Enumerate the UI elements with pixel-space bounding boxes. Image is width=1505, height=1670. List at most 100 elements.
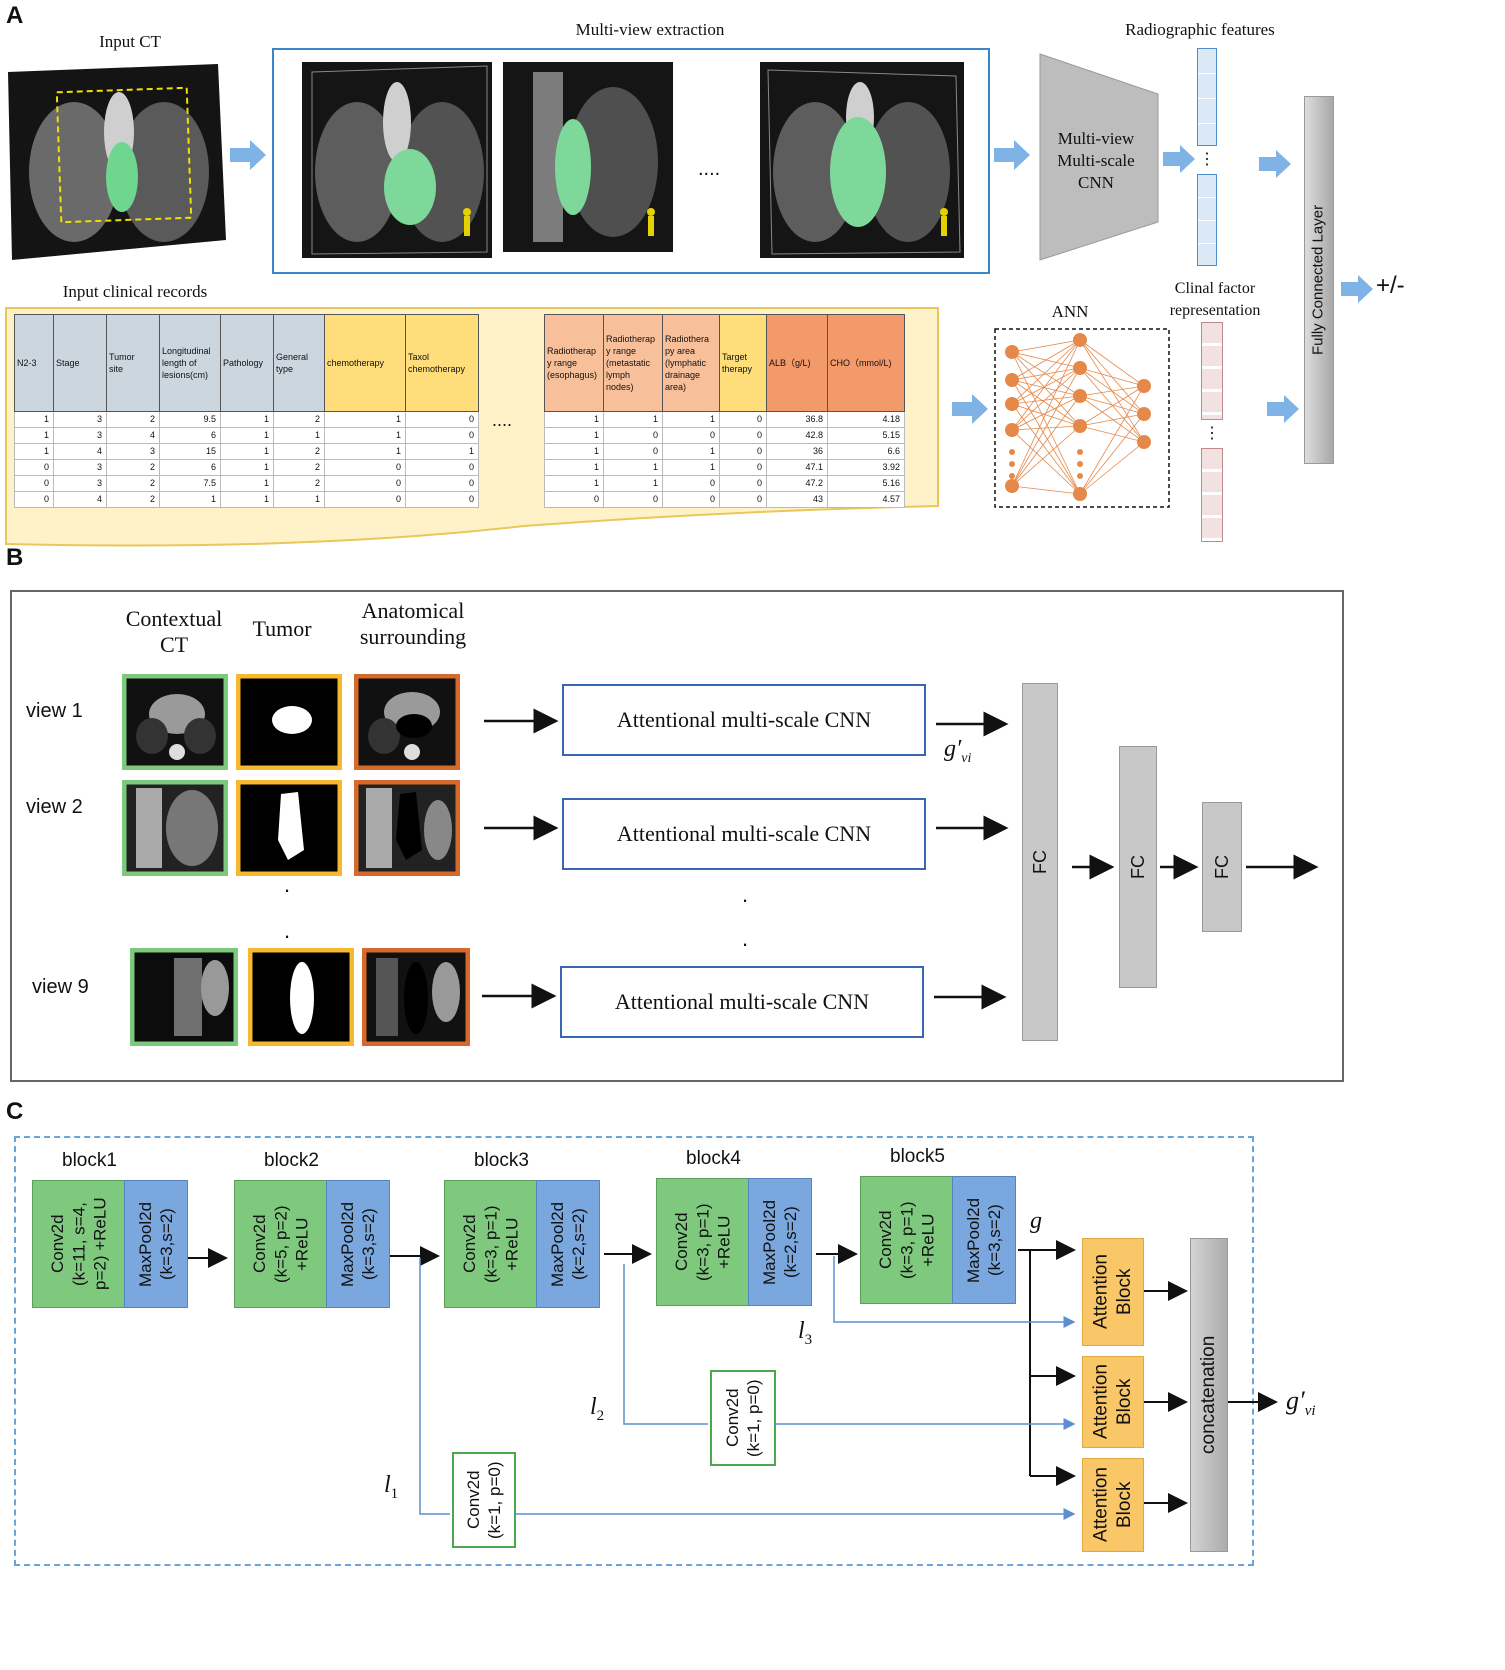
table-cell: 3 <box>53 475 107 492</box>
table-cell: 0 <box>14 491 54 508</box>
table-header: Longitudinal length of lesions(cm) <box>159 314 221 412</box>
ann-connection <box>1011 367 1081 487</box>
table-cell: 2 <box>273 459 325 476</box>
ann-connection <box>1079 367 1145 387</box>
feature-vdots: ⋮ <box>1199 151 1215 168</box>
l3-label: l3 <box>798 1318 813 1348</box>
panel-label-c: C <box>6 1098 24 1125</box>
input-ct-title: Input CT <box>99 32 161 51</box>
radiographic-features-title: Radiographic features <box>1125 20 1275 39</box>
view9-anatomical-image <box>362 948 470 1046</box>
flow-arrow-4 <box>1259 150 1291 178</box>
table-header: CHO（mmol/L) <box>827 314 905 412</box>
view2-anatomical-image <box>354 780 460 876</box>
table-cell: 1 <box>603 459 663 476</box>
ann-node <box>1005 479 1019 493</box>
table-cell: 0 <box>405 475 479 492</box>
block-title-5: block5 <box>890 1146 945 1167</box>
table-cell: 2 <box>273 475 325 492</box>
view1-tumor-image <box>236 674 342 770</box>
view-9-label: view 9 <box>32 976 89 998</box>
ann-connection <box>1079 413 1145 427</box>
block-title-2: block2 <box>264 1150 319 1171</box>
ann-connection <box>1011 351 1081 495</box>
table-cell: 3 <box>53 427 107 444</box>
flow-arrow-5 <box>1267 395 1299 423</box>
ann-connection <box>1011 485 1081 495</box>
multiview-cnn-label: Multi-view Multi-scale CNN <box>1057 129 1135 193</box>
table-header: N2-3 <box>14 314 54 412</box>
concatenation-block: concatenation <box>1190 1238 1228 1552</box>
view-image-9 <box>760 62 964 258</box>
ann-connection <box>1011 425 1081 487</box>
table-cell: 15 <box>159 443 221 460</box>
table-cell: 1 <box>220 427 274 444</box>
ann-connection <box>1079 441 1145 495</box>
ann-connection <box>1011 425 1081 431</box>
block-title-3: block3 <box>474 1150 529 1171</box>
ann-connection <box>1011 403 1081 495</box>
panel-b-frame <box>10 590 1344 1082</box>
view1-anatomical-image <box>354 674 460 770</box>
vertical-dots-3: . <box>742 882 749 907</box>
attentional-cnn-view9: Attentional multi-scale CNN <box>560 966 924 1038</box>
clinical-table-2: Radiotherap y range (esophagus)Radiother… <box>544 314 905 508</box>
table-cell: 5.15 <box>827 427 905 444</box>
attention-block-1: Attention Block <box>1082 1238 1144 1346</box>
table-cell: 2 <box>106 459 160 476</box>
ann-node <box>1077 473 1083 479</box>
maxpool-layer-block-3: MaxPool2d (k=2,s=2) <box>536 1180 600 1308</box>
maxpool-layer-block-1: MaxPool2d (k=3,s=2) <box>124 1180 188 1308</box>
table-cell: 1 <box>273 491 325 508</box>
maxpool-layer-block-5: MaxPool2d (k=3,s=2) <box>952 1176 1016 1304</box>
ann-title: ANN <box>1051 302 1089 321</box>
table-header: Radiotherap y range (metastatic lymph no… <box>603 314 663 412</box>
view2-contextual-image <box>122 780 228 876</box>
l2-label: l2 <box>590 1394 605 1424</box>
g-prime-output-c: g′vi <box>1286 1386 1316 1420</box>
table-cell: 2 <box>106 411 160 428</box>
view9-tumor-image <box>248 948 354 1046</box>
ann-connection <box>1011 367 1081 381</box>
table-cell: 43 <box>766 491 828 508</box>
table-cell: 0 <box>405 459 479 476</box>
flow-arrow-1 <box>230 140 266 170</box>
table-cell: 6 <box>159 427 221 444</box>
ann-connection <box>1011 339 1081 405</box>
ann-node <box>1073 361 1087 375</box>
table-cell: 4 <box>53 491 107 508</box>
conv1x1-block-l2: Conv2d (k=1, p=0) <box>710 1370 776 1466</box>
flow-arrow-3 <box>1163 145 1195 173</box>
view-2-label: view 2 <box>26 796 83 818</box>
ann-connection <box>1079 385 1145 427</box>
view9-contextual-image <box>130 948 238 1046</box>
view-1-label: view 1 <box>26 700 83 722</box>
vertical-dots-4: . <box>742 926 749 951</box>
ann-node <box>1005 423 1019 437</box>
table-header: Taxol chemotherapy <box>405 314 479 412</box>
view1-contextual-image <box>122 674 228 770</box>
ann-connection <box>1011 339 1081 381</box>
fully-connected-layer: Fully Connected Layer <box>1304 96 1334 464</box>
ann-connection <box>1079 395 1145 443</box>
ann-connection <box>1079 395 1145 415</box>
multiview-title: Multi-view extraction <box>575 20 725 39</box>
ann-connection <box>1079 385 1145 495</box>
table-header: ALB（g/L) <box>766 314 828 412</box>
ann-connection <box>1011 339 1081 431</box>
table-cell: 1 <box>159 491 221 508</box>
ann-node <box>1005 397 1019 411</box>
ann-node <box>1005 345 1019 359</box>
attentional-cnn-view1: Attentional multi-scale CNN <box>562 684 926 756</box>
l1-label: l1 <box>384 1472 399 1502</box>
table-cell: 2 <box>273 411 325 428</box>
table-cell: 1 <box>544 459 604 476</box>
table-header: chemotherapy <box>324 314 406 412</box>
table-cell: 42.8 <box>766 427 828 444</box>
panel-c-frame <box>14 1136 1254 1566</box>
